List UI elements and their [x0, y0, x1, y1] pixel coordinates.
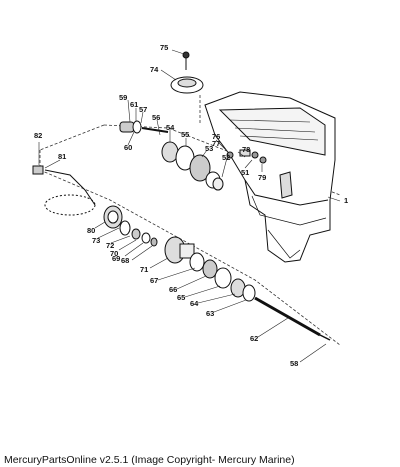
- callout-51: 51: [241, 168, 249, 177]
- callout-54: 54: [166, 123, 175, 132]
- callout-53: 53: [205, 144, 213, 153]
- callout-65: 65: [177, 293, 185, 302]
- callout-82: 82: [34, 131, 42, 140]
- callout-72: 72: [106, 241, 114, 250]
- callout-52: 52: [222, 153, 230, 162]
- leader-lines: [38, 49, 341, 363]
- callout-78: 78: [242, 145, 250, 154]
- callout-62: 62: [250, 334, 258, 343]
- callout-66: 66: [169, 285, 177, 294]
- callout-75: 75: [160, 43, 168, 52]
- callout-61: 61: [130, 100, 138, 109]
- callout-56: 56: [152, 113, 160, 122]
- callout-70: 70: [110, 249, 118, 258]
- callout-58: 58: [290, 359, 298, 368]
- copyright-footer: MercuryPartsOnline v2.5.1 (Image Copyrig…: [4, 454, 295, 466]
- part-callouts: 75 74 59 61 57 56 54 55 60 53 76 77 52 7…: [34, 43, 348, 368]
- callout-60: 60: [124, 143, 132, 152]
- callout-55: 55: [181, 130, 189, 139]
- gearcase-housing: [204, 91, 336, 263]
- callout-67: 67: [150, 276, 158, 285]
- callout-69: 69: [112, 254, 120, 263]
- callout-80: 80: [87, 226, 95, 235]
- callout-77: 77: [212, 139, 220, 148]
- callout-81: 81: [58, 152, 66, 161]
- driveshaft-components: [119, 120, 267, 191]
- callout-76: 76: [212, 132, 220, 141]
- callout-59: 59: [119, 93, 127, 102]
- callout-63: 63: [206, 309, 214, 318]
- propeller-shaft-components: [103, 205, 331, 341]
- callout-71: 71: [140, 265, 148, 274]
- shift-components: [32, 165, 96, 216]
- callout-68: 68: [121, 256, 129, 265]
- callout-73: 73: [92, 236, 100, 245]
- callout-74: 74: [150, 65, 159, 74]
- top-components: [170, 51, 204, 94]
- callout-57: 57: [139, 105, 147, 114]
- callout-79: 79: [258, 173, 266, 182]
- callout-1: 1: [344, 196, 348, 205]
- callout-64: 64: [190, 299, 199, 308]
